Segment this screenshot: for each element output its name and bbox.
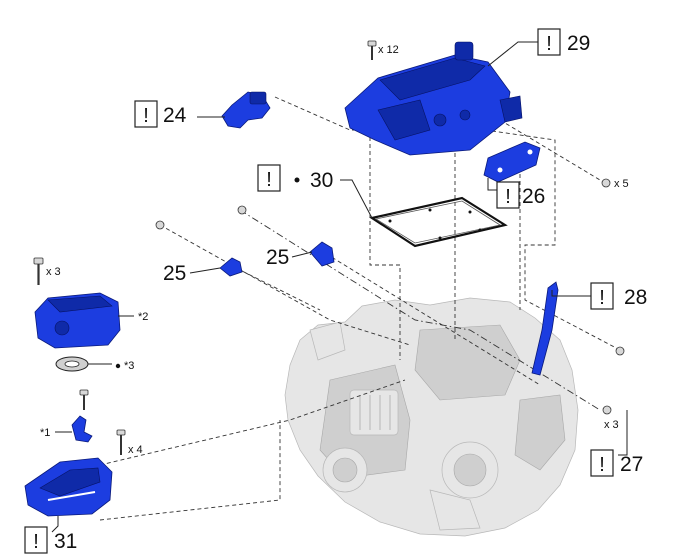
callout-29[interactable]: ! 29: [537, 28, 590, 56]
warning-box-29: [537, 28, 561, 56]
bolt-25-left: [155, 220, 165, 230]
callout-31[interactable]: ! 31: [24, 526, 77, 554]
warning-box-30: [257, 164, 281, 192]
clamp-part-25-left: [219, 257, 243, 277]
bolt-x3-right: [602, 405, 612, 415]
label-30: 30: [310, 169, 333, 192]
label-25-left: 25: [163, 262, 186, 285]
qty-x12: x 12: [378, 44, 399, 56]
plate-part-26: [483, 141, 541, 183]
bolt-x4: [116, 429, 126, 455]
bang-28: !: [599, 287, 605, 309]
bolt-25-right: [237, 205, 247, 215]
warning-box-26: [496, 181, 520, 209]
valve-body-part-29: [344, 41, 523, 156]
sensor-part-24: [221, 91, 271, 129]
bang-30: !: [266, 169, 272, 191]
clamp-part-25-right: [309, 241, 335, 267]
label-31: 31: [54, 530, 77, 553]
label-25-right: 25: [266, 246, 289, 269]
warning-box-31: [24, 526, 48, 554]
label-27: 27: [620, 453, 643, 476]
washer-part-star3: [55, 356, 89, 372]
qty-x3-left: x 3: [46, 266, 61, 278]
star-1-label: *1: [40, 427, 50, 439]
bullet-dot-30: [294, 177, 300, 183]
callout-24[interactable]: ! 24: [134, 100, 187, 128]
qty-x5: x 5: [614, 178, 629, 190]
leader-lines: [51, 41, 628, 533]
callout-30[interactable]: ! 30: [257, 164, 333, 192]
bullet-dot-star3: [115, 363, 121, 369]
transaxle-assembly: [284, 297, 579, 537]
callout-26[interactable]: ! 26: [496, 181, 545, 209]
callout-28[interactable]: ! 28: [590, 282, 647, 310]
bolt-x3-left: [33, 257, 44, 285]
label-29: 29: [567, 32, 590, 55]
bang-26: !: [505, 186, 511, 208]
callout-27[interactable]: ! 27: [590, 449, 643, 477]
label-24: 24: [163, 104, 187, 127]
gasket-part-30: [369, 196, 508, 248]
tube-part-28: [531, 281, 559, 376]
warning-box-27: [590, 449, 614, 477]
star-2-label: *2: [138, 311, 148, 323]
bolt-28: [615, 346, 625, 356]
bang-24: !: [143, 105, 149, 127]
bang-31: !: [33, 531, 39, 553]
star-3-label: *3: [124, 360, 134, 372]
housing-part-star2: [34, 292, 121, 349]
warning-box-28: [590, 282, 614, 310]
bolt-x12: [367, 40, 377, 60]
bolt-star1: [79, 389, 89, 410]
bolt-x5: [601, 178, 611, 188]
bang-29: !: [546, 33, 552, 55]
label-26: 26: [522, 185, 545, 208]
cover-part-31: [24, 457, 113, 517]
warning-box-24: [134, 100, 158, 128]
qty-x4: x 4: [128, 444, 143, 456]
qty-x3-right: x 3: [604, 419, 619, 431]
bang-27: !: [599, 454, 605, 476]
bracket-part-star1: [71, 415, 93, 443]
label-28: 28: [624, 286, 647, 309]
